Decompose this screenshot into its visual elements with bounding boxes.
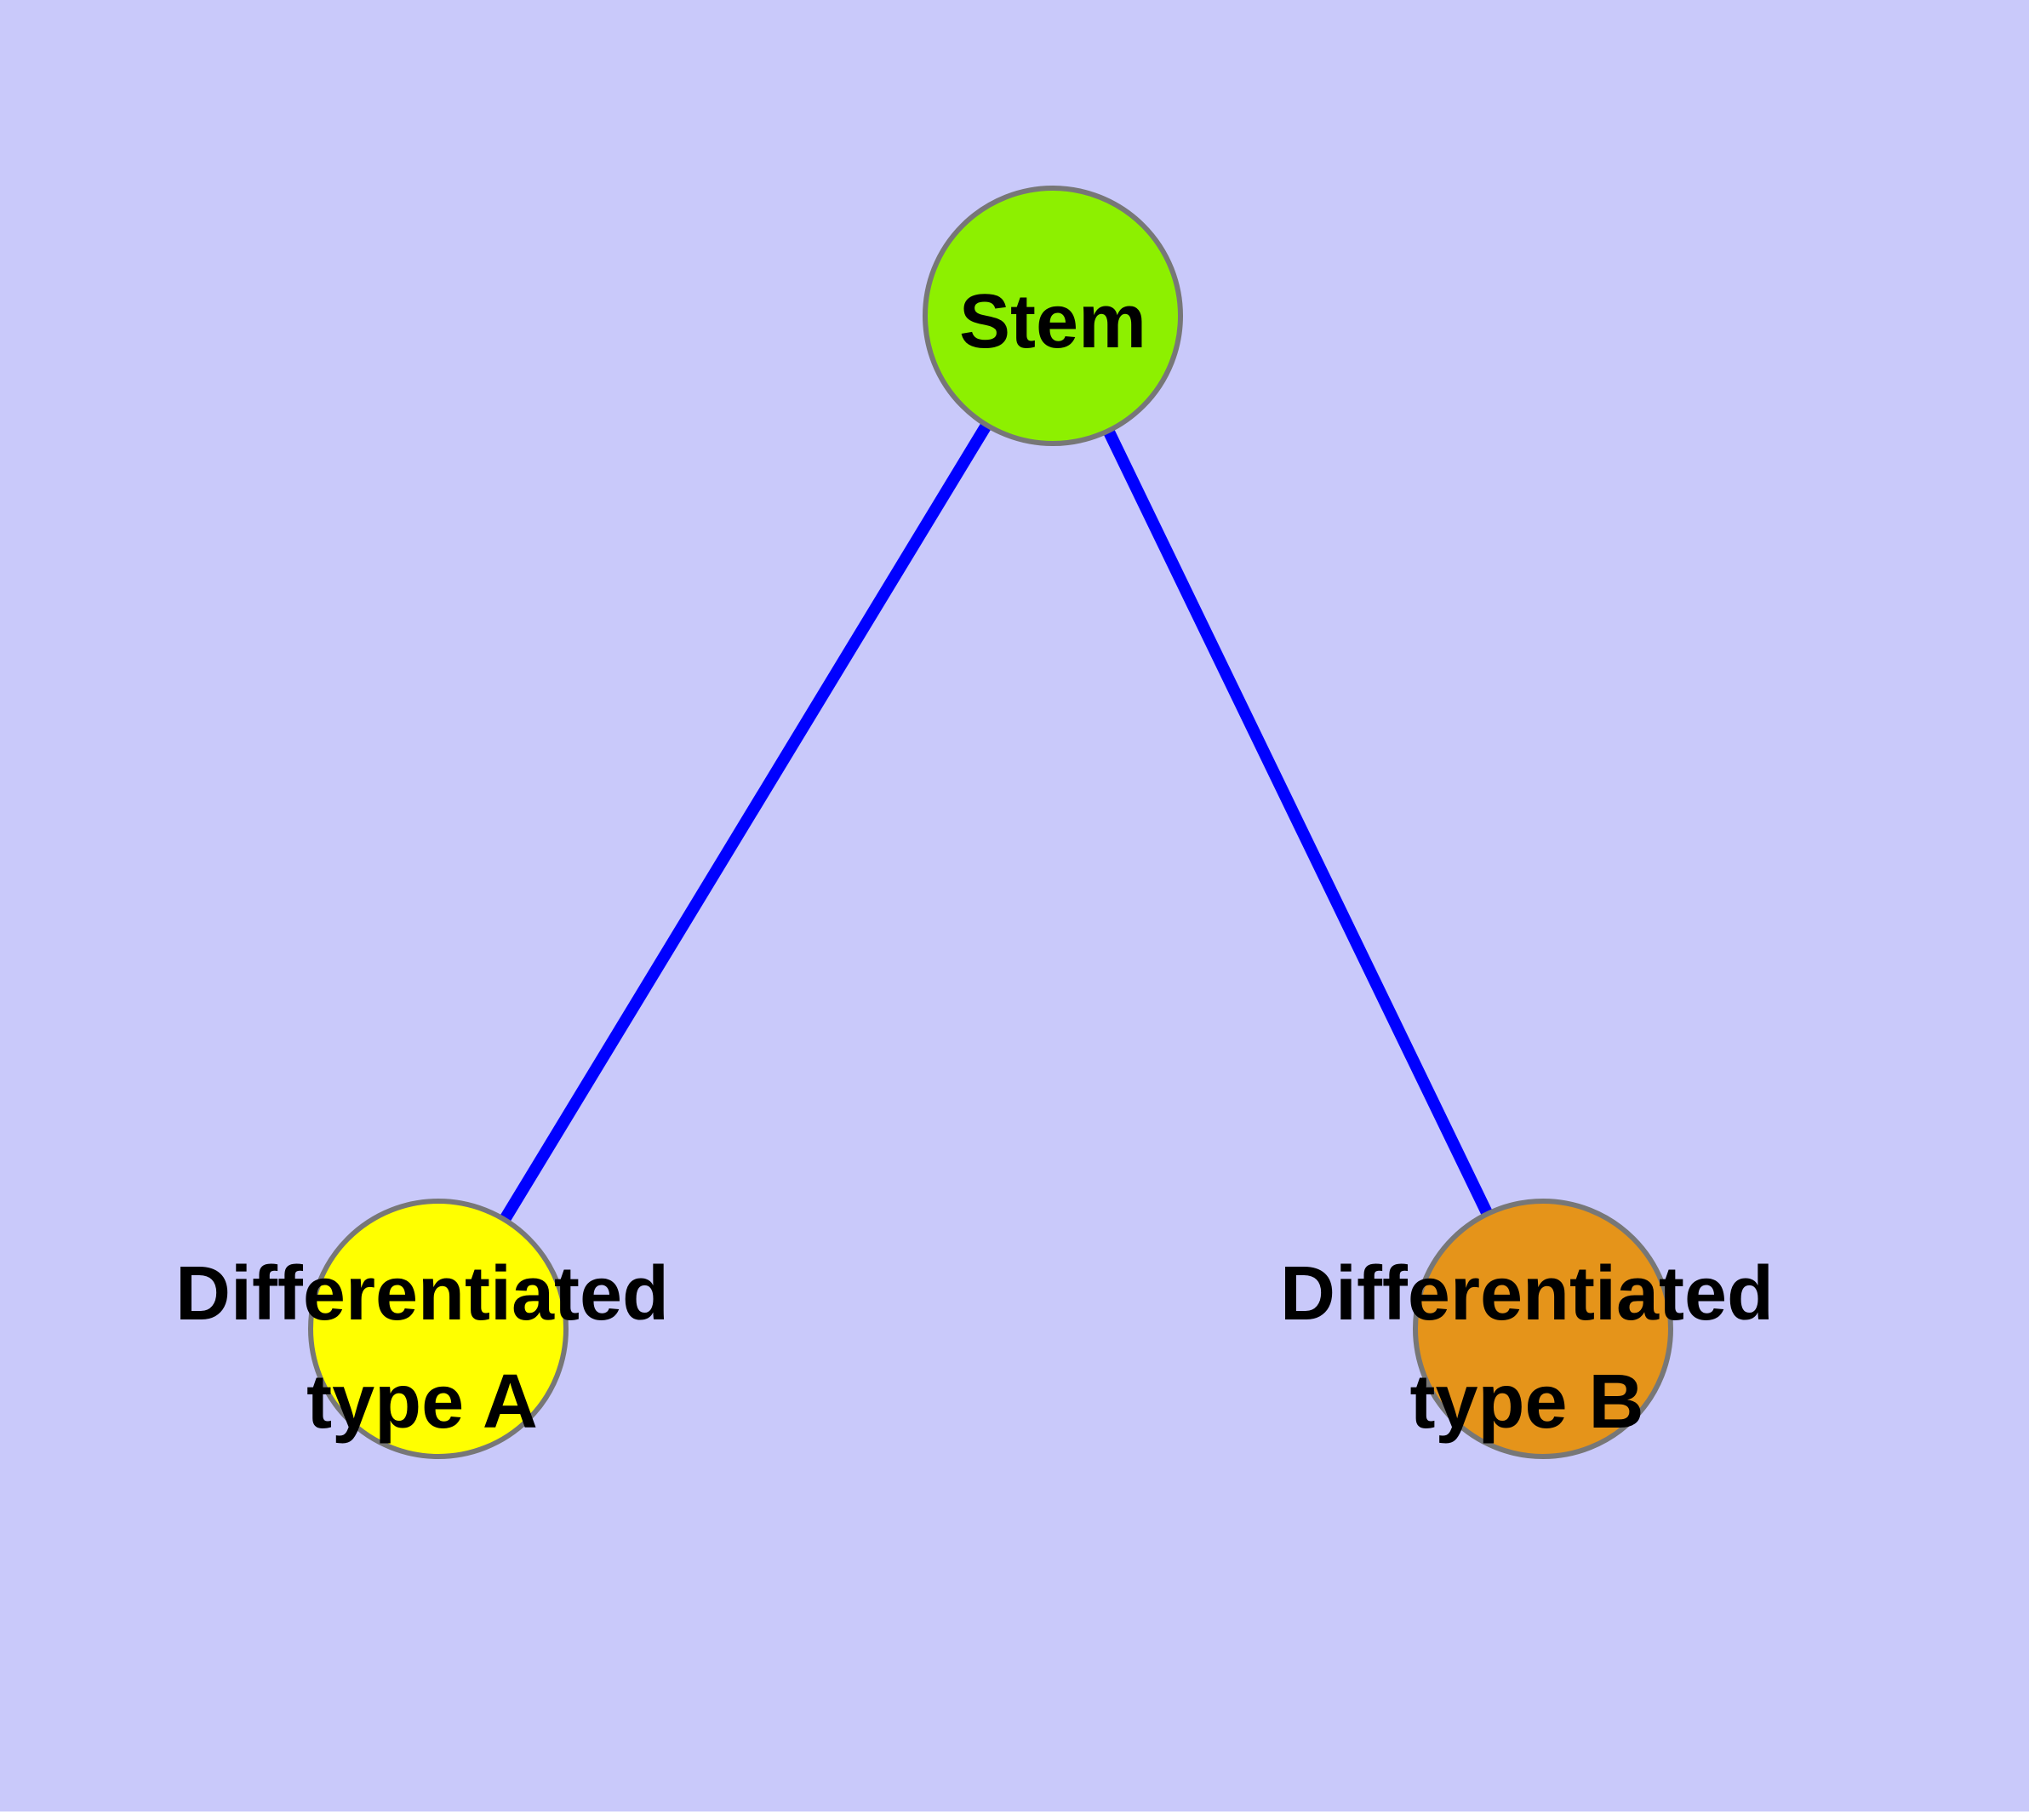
edge-stem-to-typeA [433, 312, 1058, 1332]
node-typeB-circle [1413, 1199, 1673, 1459]
node-typeA-label-line1: Differentiated [175, 1251, 669, 1336]
node-stem-circle [923, 186, 1183, 446]
node-stem-label: Stem [959, 279, 1146, 364]
edge-stem-to-typeB [1047, 312, 1549, 1332]
node-typeB-label-line1: Differentiated [1280, 1251, 1774, 1336]
node-typeB-label-line2: type B [1409, 1359, 1643, 1445]
node-typeA-circle [308, 1199, 569, 1459]
node-typeA-label-line2: type A [306, 1359, 538, 1445]
